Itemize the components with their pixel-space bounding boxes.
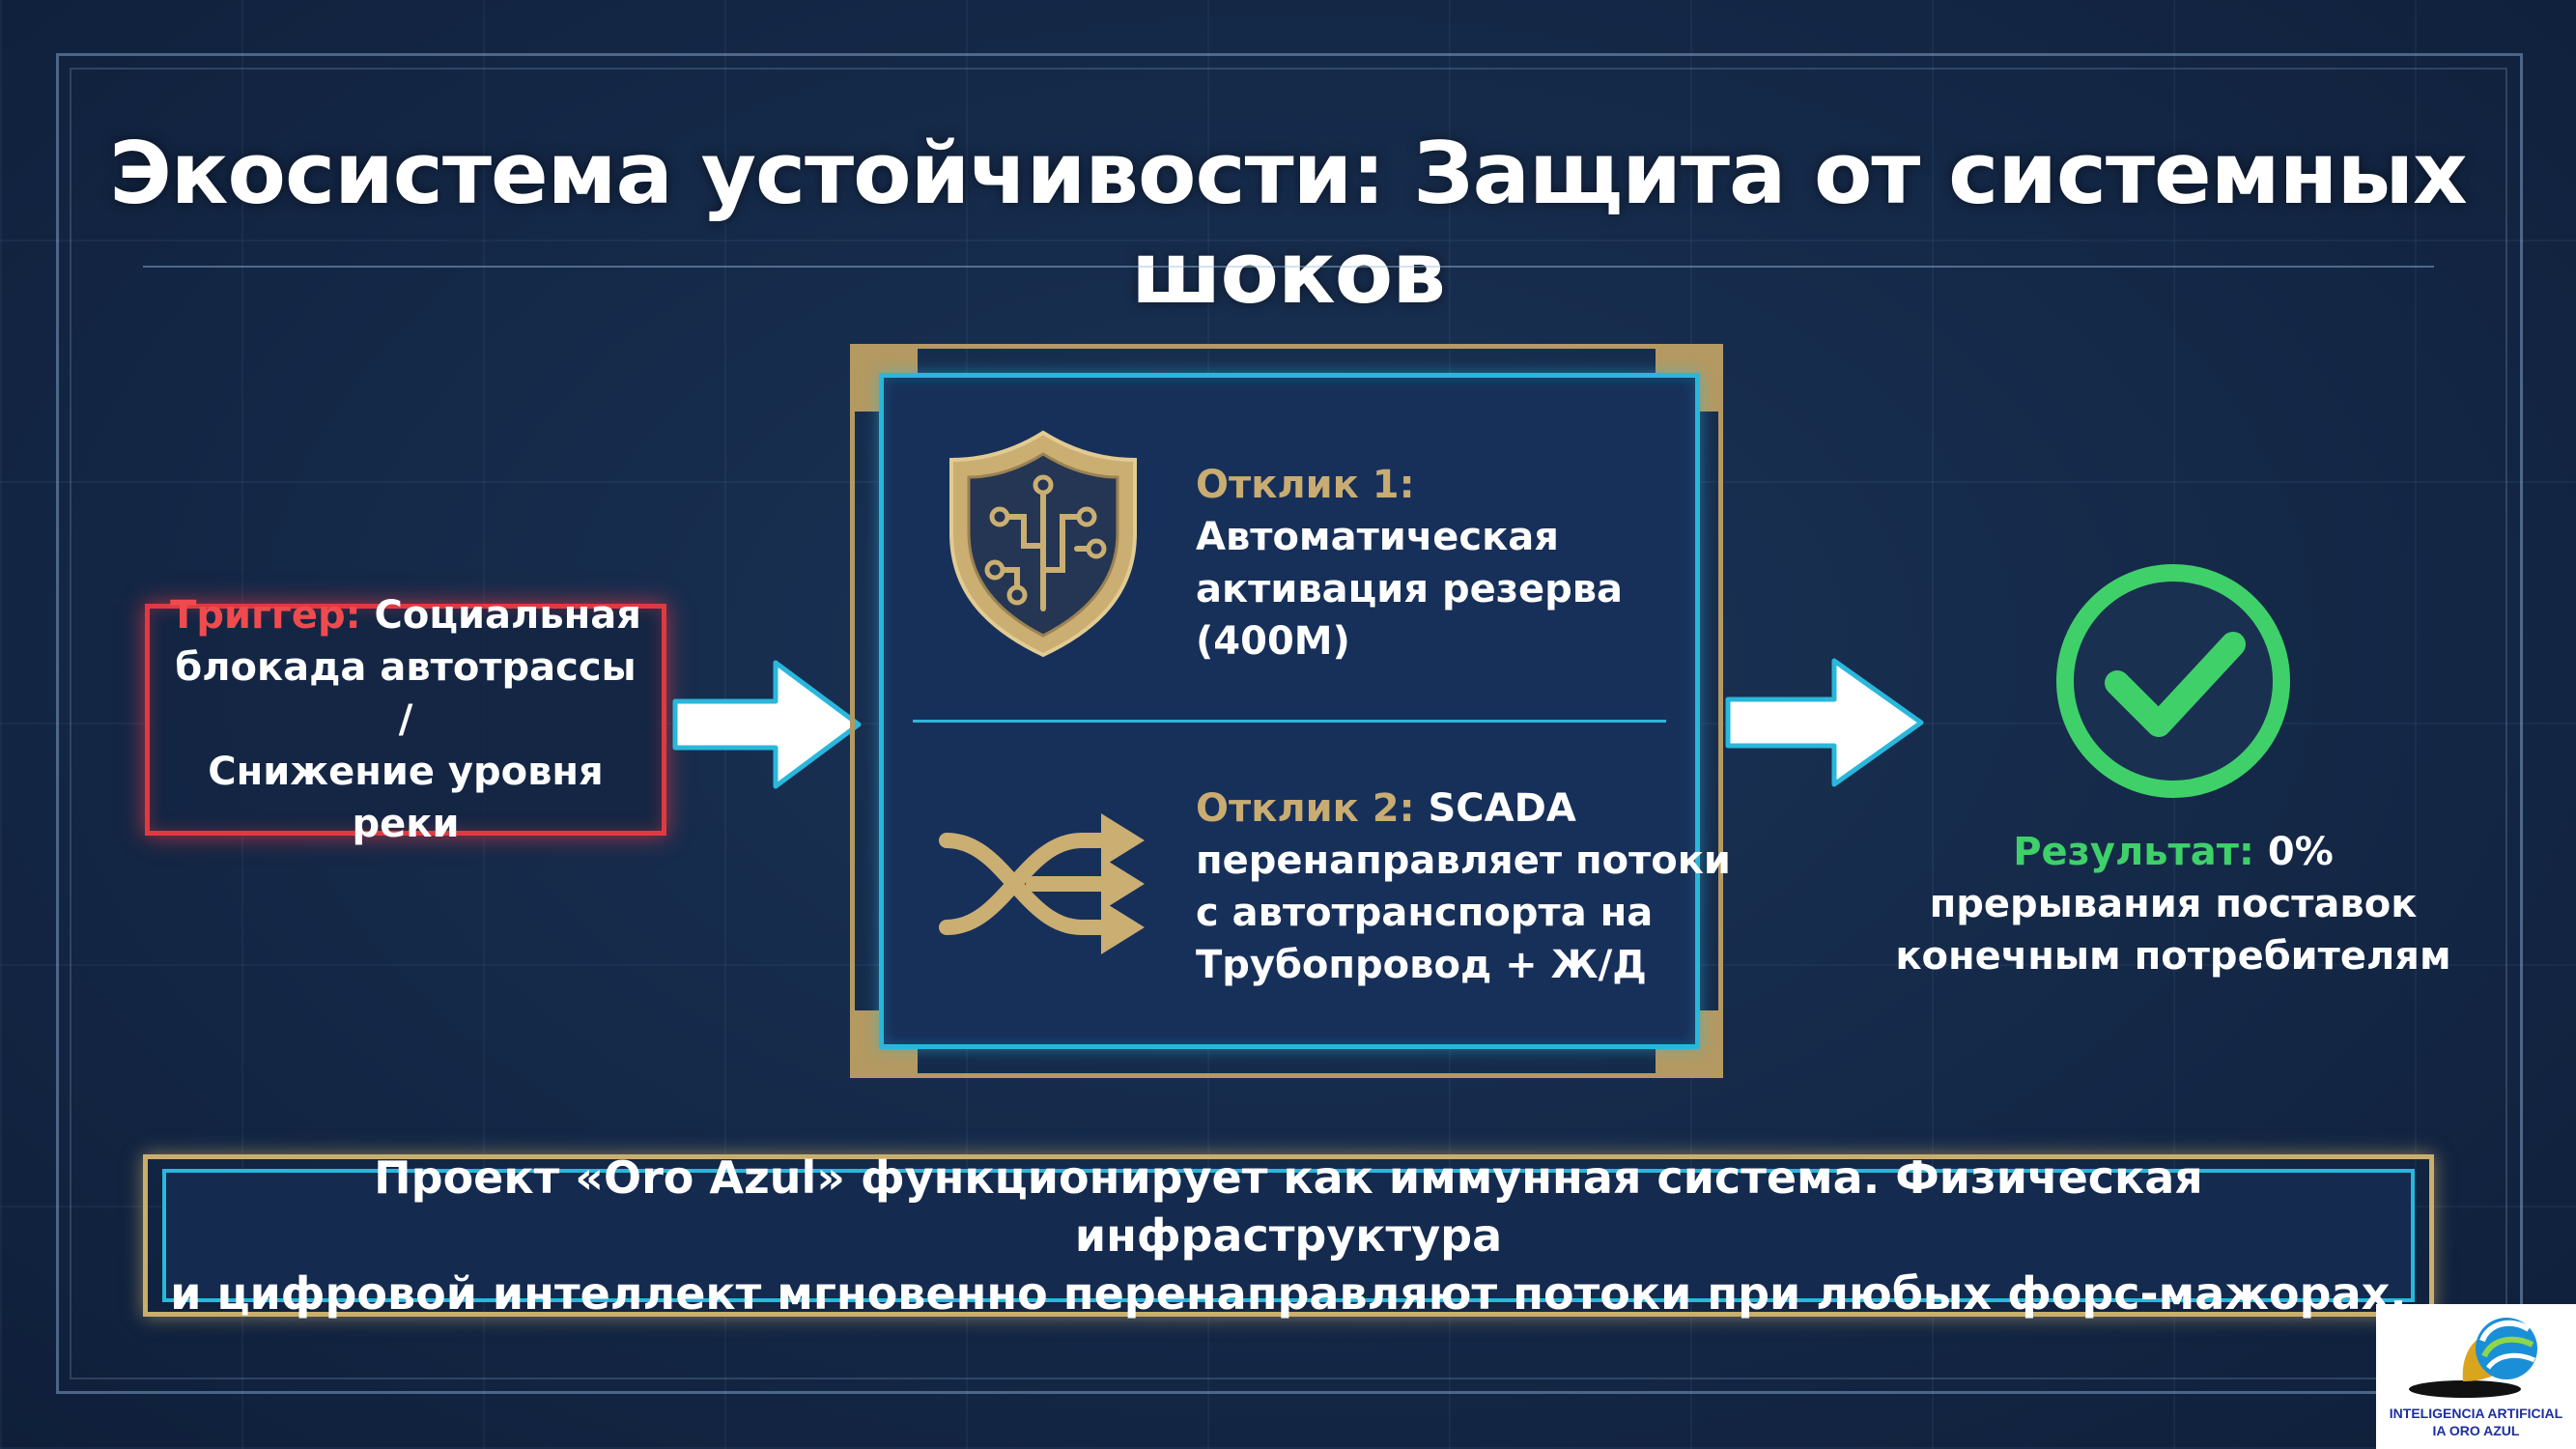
response-panel-frame [850,344,1723,1078]
check-circle-icon [2056,564,2290,798]
response-2-line-3: Трубопровод + Ж/Д [1196,943,1647,987]
title-divider [143,266,2434,268]
result-line-2: конечным потребителям [1895,934,2451,979]
summary-frame [143,1154,2434,1317]
summary-line-1: Проект «Oro Azul» функционирует как имму… [374,1151,2203,1262]
shuffle-icon [939,813,1145,954]
logo-line-2: IA ORO AZUL [2432,1423,2520,1438]
response-2-line-2: с автотранспорта на [1196,891,1654,935]
response-1-line-2: активация резерва [1196,567,1624,611]
summary-line-2: и цифровой интеллект мгновенно перенапра… [170,1267,2407,1320]
brand-logo: INTELIGENCIA ARTIFICIAL IA ORO AZUL [2376,1304,2576,1449]
response-2-first: SCADA [1428,786,1576,831]
response-2-text: Отклик 2: SCADA перенаправляет потоки с … [1196,782,1731,991]
arrow-right-icon [1725,658,1924,787]
outer-frame [56,53,2523,1394]
response-1-line-1: Автоматическая [1196,515,1559,559]
logo-emblem-icon [2409,1318,2537,1398]
arrow-right-icon [672,660,862,789]
result-label: Результат: [2013,830,2254,874]
response-1-text: Отклик 1: Автоматическая активация резер… [1196,459,1623,668]
result-first: 0% [2267,830,2334,874]
summary-box: Проект «Oro Azul» функционирует как имму… [162,1151,2415,1320]
trigger-line-1: Социальная [374,593,641,638]
response-2-line-1: перенаправляет потоки [1196,838,1731,883]
trigger-box: Триггер: Социальная блокада автотрассы /… [145,593,666,846]
response-panel [879,373,1700,1049]
trigger-line-2: блокада автотрассы / [175,645,637,742]
page-title: Экосистема устойчивости: Защита от систе… [109,124,2468,323]
response-1-label: Отклик 1: [1196,463,1415,507]
inner-frame [70,68,2507,1379]
response-2-label: Отклик 2: [1196,786,1415,831]
trigger-label: Триггер: [170,593,361,638]
logo-line-1: INTELIGENCIA ARTIFICIAL [2389,1406,2563,1421]
result-text: Результат: 0% прерывания поставок конечн… [1874,826,2473,982]
shield-circuit-icon [949,430,1137,658]
response-divider [913,720,1666,723]
response-1-line-3: (400M) [1196,619,1350,664]
result-line-1: прерывания поставок [1929,882,2418,926]
summary-text: Проект «Oro Azul» функционирует как имму… [166,1149,2411,1322]
trigger-text: Триггер: Социальная блокада автотрассы /… [163,589,648,850]
trigger-line-3: Снижение уровня реки [208,750,604,846]
